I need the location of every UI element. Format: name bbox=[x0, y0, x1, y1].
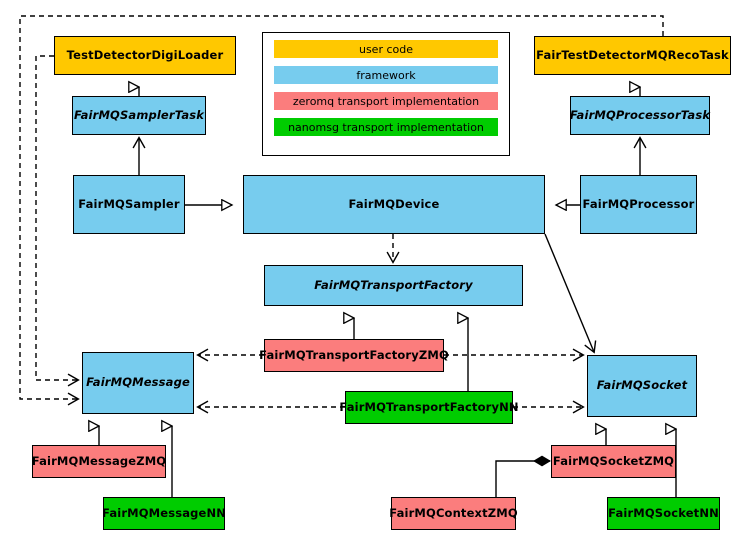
class-label-fairmqcontextzmq: FairMQContextZMQ bbox=[389, 505, 518, 520]
class-label-fairmqprocessortask: FairMQProcessorTask bbox=[569, 107, 711, 122]
class-box-fairmqprocessortask[interactable]: FairMQProcessorTask bbox=[570, 96, 710, 135]
class-label-fairmqtransportfactorynn: FairMQTransportFactoryNN bbox=[339, 399, 519, 414]
class-label-fairmqprocessor: FairMQProcessor bbox=[582, 196, 695, 211]
edge-socketzmq-composition-contextzmq bbox=[495, 455, 551, 497]
class-box-fairmqcontextzmq[interactable]: FairMQContextZMQ bbox=[389, 497, 518, 530]
class-box-fairmqsocketzmq[interactable]: FairMQSocketZMQ bbox=[551, 445, 676, 478]
class-box-fairmqmessage[interactable]: FairMQMessage bbox=[82, 352, 194, 414]
class-box-fairmqmessagenn[interactable]: FairMQMessageNN bbox=[102, 497, 226, 530]
class-box-fairtestdetectormqrecotask[interactable]: FairTestDetectorMQRecoTask bbox=[534, 36, 731, 75]
class-box-testdetectordigiloader[interactable]: TestDetectorDigiLoader bbox=[54, 36, 236, 75]
class-label-fairmqmessagenn: FairMQMessageNN bbox=[102, 505, 226, 520]
class-label-fairmqmessage: FairMQMessage bbox=[86, 375, 190, 390]
class-label-fairmqsampler: FairMQSampler bbox=[78, 196, 180, 211]
class-label-fairmqmessagezmq: FairMQMessageZMQ bbox=[31, 453, 167, 468]
class-label-fairmqdevice: FairMQDevice bbox=[348, 196, 440, 211]
class-box-fairmqdevice[interactable]: FairMQDevice bbox=[243, 175, 545, 234]
legend-item-user-code: user code bbox=[274, 40, 498, 58]
class-label-fairmqsocket: FairMQSocket bbox=[596, 378, 688, 393]
class-box-fairmqtransportfactorynn[interactable]: FairMQTransportFactoryNN bbox=[339, 391, 519, 424]
legend-label-zeromq: zeromq transport implementation bbox=[292, 94, 480, 108]
class-box-fairmqtransportfactoryzmq[interactable]: FairMQTransportFactoryZMQ bbox=[259, 339, 449, 372]
legend-item-framework: framework bbox=[274, 66, 498, 84]
legend-item-zeromq: zeromq transport implementation bbox=[274, 92, 498, 110]
class-label-testdetectordigiloader: TestDetectorDigiLoader bbox=[66, 47, 224, 62]
class-label-fairmqsocketnn: FairMQSocketNN bbox=[608, 505, 719, 520]
class-label-fairmqsocketzmq: FairMQSocketZMQ bbox=[552, 453, 675, 468]
legend-panel: user code framework zeromq transport imp… bbox=[262, 32, 510, 156]
legend-item-nanomsg: nanomsg transport implementation bbox=[274, 118, 498, 136]
class-box-fairmqsamplertask[interactable]: FairMQSamplerTask bbox=[72, 96, 206, 135]
class-box-fairmqmessagezmq[interactable]: FairMQMessageZMQ bbox=[32, 445, 166, 478]
class-label-fairmqsamplertask: FairMQSamplerTask bbox=[73, 107, 205, 122]
edge-device-to-socket bbox=[544, 233, 597, 354]
legend-label-user-code: user code bbox=[358, 42, 414, 56]
class-label-fairmqtransportfactory: FairMQTransportFactory bbox=[314, 277, 473, 292]
class-label-fairtestdetectormqrecotask: FairTestDetectorMQRecoTask bbox=[536, 47, 729, 62]
class-box-fairmqsocketnn[interactable]: FairMQSocketNN bbox=[607, 497, 720, 530]
class-box-fairmqtransportfactory[interactable]: FairMQTransportFactory bbox=[264, 265, 523, 306]
class-box-fairmqsampler[interactable]: FairMQSampler bbox=[73, 175, 185, 234]
legend-label-nanomsg: nanomsg transport implementation bbox=[288, 120, 484, 134]
class-box-fairmqsocket[interactable]: FairMQSocket bbox=[587, 355, 697, 417]
class-label-fairmqtransportfactoryzmq: FairMQTransportFactoryZMQ bbox=[259, 347, 449, 362]
class-box-fairmqprocessor[interactable]: FairMQProcessor bbox=[580, 175, 697, 234]
legend-label-framework: framework bbox=[356, 68, 416, 82]
